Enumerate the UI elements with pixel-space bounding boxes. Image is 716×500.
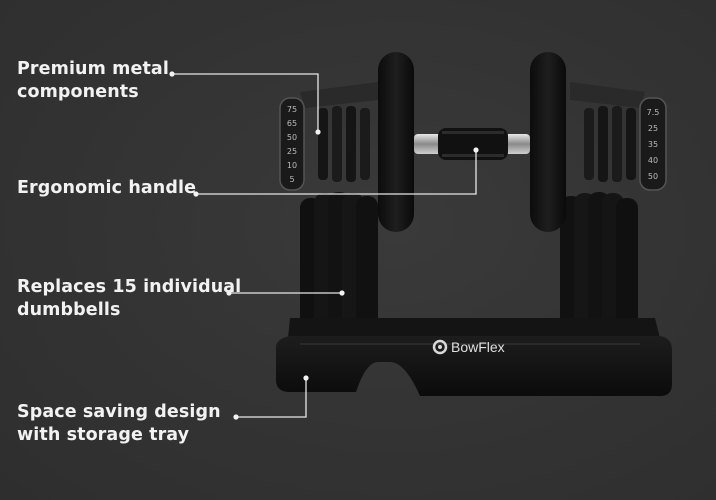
left-main-plate xyxy=(378,52,414,232)
callout-storage-tray: Space saving design with storage tray xyxy=(17,401,221,447)
callout-dot xyxy=(315,129,321,135)
dial-number: 35 xyxy=(648,140,658,149)
dial-number: 40 xyxy=(648,156,658,165)
brand-logo-text: BowFlex xyxy=(451,339,505,355)
dial-number: 65 xyxy=(287,119,297,128)
callout-dot xyxy=(233,414,239,420)
dial-number: 5 xyxy=(289,175,294,184)
callout-leaders xyxy=(172,73,477,418)
callout-replaces-dumbbells: Replaces 15 individual dumbbells xyxy=(17,276,241,322)
right-main-plate xyxy=(530,52,566,232)
callout-dot xyxy=(193,191,199,197)
callout-line: Premium metal xyxy=(17,59,169,79)
callout-ergonomic-handle: Ergonomic handle xyxy=(17,177,196,200)
leader-line-tray xyxy=(236,378,307,418)
callout-line: Space saving design xyxy=(17,402,221,422)
left-weight-dial: 75 65 50 25 10 5 xyxy=(279,97,305,191)
dial-number: 50 xyxy=(648,172,658,181)
dial-number: 10 xyxy=(287,161,297,170)
callout-line: Ergonomic handle xyxy=(17,178,197,198)
callout-dot xyxy=(226,290,232,296)
dumbbell-handle xyxy=(414,128,530,160)
leader-line-metal xyxy=(172,73,319,132)
storage-tray xyxy=(276,318,672,396)
right-weight-dial: 7.5 25 35 40 50 xyxy=(639,97,667,191)
callout-dot xyxy=(303,375,309,381)
right-cradle-plates xyxy=(560,192,638,340)
left-dumbbell-plates xyxy=(318,106,370,182)
dial-number: 50 xyxy=(287,133,297,142)
left-cradle-plates xyxy=(300,192,378,340)
dial-number: 25 xyxy=(287,147,297,156)
callout-line: components xyxy=(17,82,139,102)
callout-premium-metal: Premium metal components xyxy=(17,58,169,104)
callout-line: dumbbells xyxy=(17,300,121,320)
callout-dots xyxy=(169,71,479,420)
callout-line: with storage tray xyxy=(17,425,190,445)
callout-dot xyxy=(339,290,345,296)
right-dumbbell-plates xyxy=(584,106,636,182)
leader-line-handle xyxy=(196,150,477,195)
callout-line: Replaces 15 individual xyxy=(17,277,242,297)
callout-dot xyxy=(169,71,175,77)
dial-number: 75 xyxy=(287,105,297,114)
dial-number: 7.5 xyxy=(647,108,660,117)
dial-number: 25 xyxy=(648,124,658,133)
callout-dot xyxy=(473,147,479,153)
bowflex-logo-icon xyxy=(432,339,448,355)
